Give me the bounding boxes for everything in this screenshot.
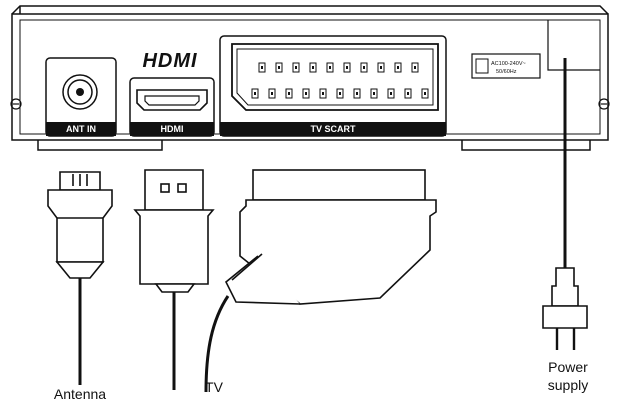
scart-pin: [319, 88, 327, 99]
scart-pin-contact: [278, 66, 280, 69]
scart-pin: [336, 88, 344, 99]
scart-pin-contact: [356, 92, 358, 95]
scart-pin: [302, 88, 310, 99]
power-rating-line2: 50/60Hz: [496, 69, 517, 75]
scart-pin-contact: [295, 66, 297, 69]
scart-pin-contact: [322, 92, 324, 95]
hdmi-logo: HDMI: [142, 50, 197, 72]
hdmi-plug: [133, 169, 215, 293]
scart-pins: [251, 62, 429, 99]
scart-pin-contact: [312, 66, 314, 69]
scart-pin-contact: [407, 92, 409, 95]
scart-pin-contact: [305, 92, 307, 95]
scart-pin: [268, 88, 276, 99]
scart-pin-contact: [346, 66, 348, 69]
antenna-label: Antenna: [54, 386, 106, 402]
scart-pin: [251, 88, 259, 99]
scart-pin: [353, 88, 361, 99]
scart-port: TV SCART: [219, 35, 447, 137]
screw-right: [598, 98, 610, 110]
power-label-line2: supply: [548, 377, 588, 393]
ant-in-port: ANT IN: [45, 57, 117, 137]
tv-cable: [204, 295, 230, 393]
power-rating-box: AC100-240V~ 50/60Hz: [471, 53, 541, 79]
tv-label: TV: [205, 379, 224, 395]
scart-pin-contact: [397, 66, 399, 69]
scart-pin-contact: [254, 92, 256, 95]
scart-pin: [421, 88, 429, 99]
scart-pin: [387, 88, 395, 99]
hdmi-port: HDMI: [129, 77, 215, 137]
scart-pin: [394, 62, 402, 73]
scart-pin-contact: [329, 66, 331, 69]
antenna-plug: [47, 171, 113, 279]
scart-pin-contact: [414, 66, 416, 69]
scart-pin-contact: [339, 92, 341, 95]
scart-pin: [411, 62, 419, 73]
scart-pin: [404, 88, 412, 99]
scart-pin: [309, 62, 317, 73]
scart-pin: [370, 88, 378, 99]
power-plug: [542, 267, 588, 350]
scart-pin-contact: [390, 92, 392, 95]
scart-pin: [343, 62, 351, 73]
scart-pin-contact: [373, 92, 375, 95]
screw-left: [10, 98, 22, 110]
scart-pin: [292, 62, 300, 73]
scart-pin: [326, 62, 334, 73]
scart-pin: [377, 62, 385, 73]
scart-pin-contact: [288, 92, 290, 95]
scart-pin: [360, 62, 368, 73]
scart-pin: [275, 62, 283, 73]
scart-plug: [224, 169, 437, 305]
scart-pin: [285, 88, 293, 99]
scart-pin-contact: [271, 92, 273, 95]
tv-scart-label: TV SCART: [311, 124, 357, 134]
scart-pin-contact: [424, 92, 426, 95]
hdmi-port-label: HDMI: [161, 124, 184, 134]
power-cord-exit: [547, 20, 600, 71]
scart-pin-contact: [380, 66, 382, 69]
scart-pin-contact: [363, 66, 365, 69]
scart-pin-contact: [261, 66, 263, 69]
ant-in-label: ANT IN: [66, 124, 96, 134]
power-label-line1: Power: [548, 359, 588, 375]
scart-pin: [258, 62, 266, 73]
power-rating-line1: AC100-240V~: [491, 61, 526, 67]
